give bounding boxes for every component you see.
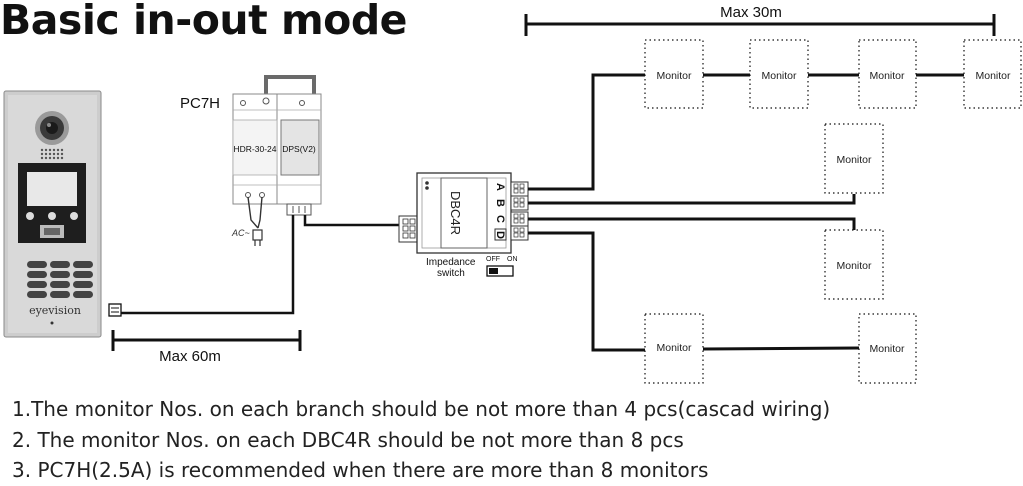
max-30m-dimension: Max 30m (524, 4, 996, 36)
branch-a-wire (528, 73, 645, 191)
hdr-label: HDR-30-24 (234, 144, 277, 154)
impedance-switch (486, 265, 514, 277)
wiring-diagram: Max 30m eyevision (3, 4, 1022, 384)
port-d-label: D (494, 231, 506, 239)
port-a-label: A (494, 183, 506, 191)
branch-d-wire (528, 231, 645, 352)
door-station-screen (27, 172, 77, 206)
door-station: eyevision (3, 90, 102, 338)
monitor-label-6: Monitor (836, 260, 872, 272)
switch-on-label: ON (507, 256, 518, 263)
dbc4r-distributor: DBC4R A B C D (398, 172, 529, 254)
max-30m-label: Max 30m (720, 4, 782, 21)
keypad-icon (27, 261, 93, 298)
max-60m-dimension: Max 60m (111, 330, 302, 365)
pc7h-to-dbc4r-wire (303, 215, 399, 227)
door-station-connector (108, 303, 122, 317)
monitor-box-6 (824, 229, 884, 300)
diagram-title: Basic in-out mode (0, 0, 408, 44)
monitor-label-2: Monitor (761, 70, 797, 82)
monitor-label-7: Monitor (656, 342, 692, 354)
impedance-label-line1: Impedance (426, 257, 476, 268)
branch-b-wire (528, 194, 856, 205)
monitor-box-7 (644, 313, 704, 384)
monitor-box-5 (824, 123, 884, 194)
power-supply-pc7h: HDR-30-24 DPS(V2) (232, 75, 322, 216)
monitor-box-1 (644, 39, 704, 109)
monitor-box-3 (858, 39, 917, 109)
port-b-label: B (494, 199, 506, 207)
monitor-label-3: Monitor (869, 70, 905, 82)
monitor-label-4: Monitor (975, 70, 1011, 82)
speaker-grill (40, 148, 64, 160)
pc7h-label: PC7H (180, 95, 220, 112)
switch-off-label: OFF (486, 256, 500, 263)
ac-label: AC~ (231, 228, 250, 238)
dbc4r-label: DBC4R (448, 191, 463, 235)
branch-c-wire (528, 217, 856, 230)
impedance-label-line2: switch (437, 268, 465, 279)
note-3: 3. PC7H(2.5A) is recommended when there … (12, 458, 709, 482)
monitor-label-5: Monitor (836, 154, 872, 166)
ac-plug-icon (247, 196, 263, 246)
dps-label: DPS(V2) (282, 144, 316, 154)
max-60m-label: Max 60m (159, 348, 221, 365)
port-c-label: C (494, 215, 506, 223)
monitor-box-2 (749, 39, 809, 109)
door-station-wire (121, 215, 295, 315)
notes-list: 1.The monitor Nos. on each branch should… (12, 394, 830, 486)
dbc4r-output-terminals (510, 181, 529, 241)
note-1: 1.The monitor Nos. on each branch should… (12, 397, 831, 421)
monitor-box-8 (858, 313, 917, 384)
brand-logo: eyevision (29, 304, 81, 317)
note-2: 2. The monitor Nos. on each DBC4R should… (12, 427, 684, 452)
monitor-label-8: Monitor (869, 343, 905, 355)
monitor-label-1: Monitor (656, 70, 692, 82)
monitor-box-4 (963, 39, 1022, 109)
